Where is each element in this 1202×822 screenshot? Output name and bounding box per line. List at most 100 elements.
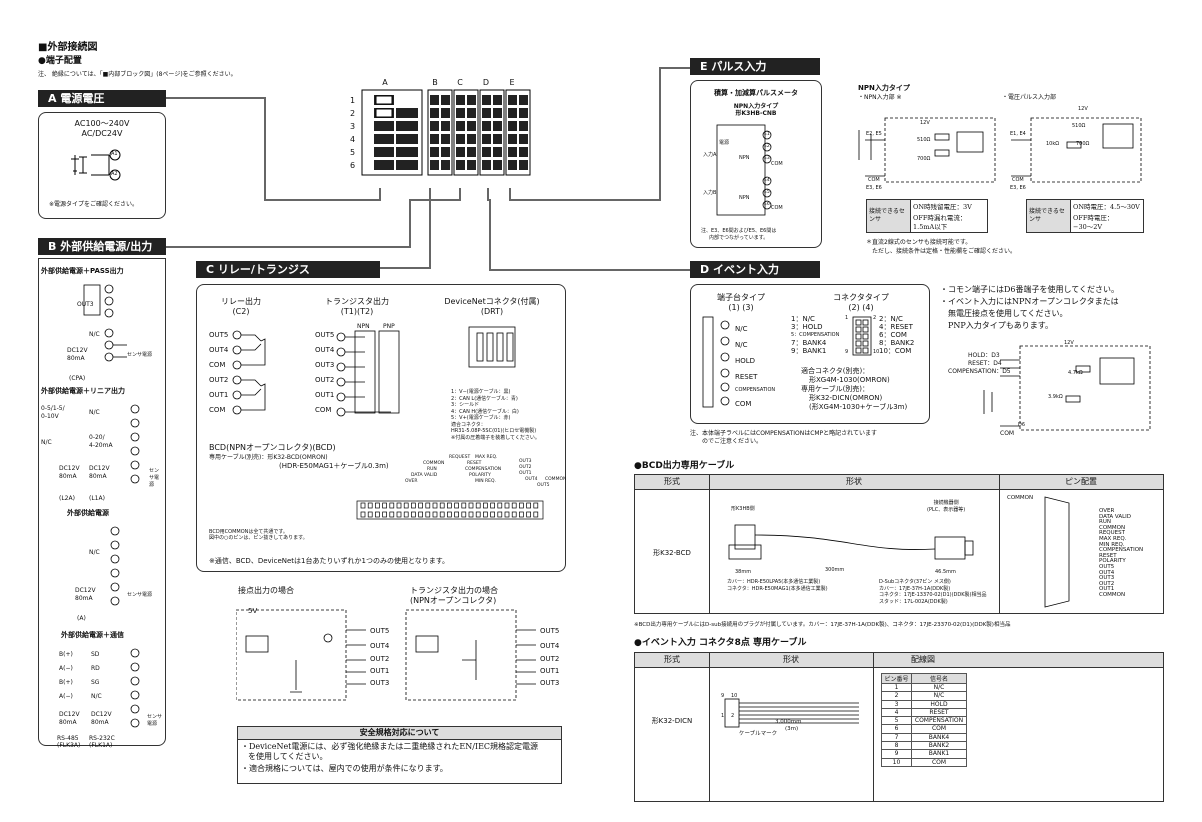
- tr-out1-label: OUT1: [540, 667, 560, 675]
- bcd-pin: [360, 502, 366, 509]
- col-label-c: C: [457, 78, 463, 87]
- section-a-header: A 電源電圧: [38, 90, 166, 107]
- dn-note-7: ※付属の圧着端子を装着してください。: [451, 434, 540, 441]
- tr-out5-label: OUT5: [540, 627, 560, 635]
- bcd-pin: [432, 511, 438, 518]
- bcd-sig-out4: OUT4: [525, 477, 538, 482]
- d-label-nc1: N/C: [735, 325, 748, 333]
- pin-signal: N/C: [910, 682, 968, 693]
- event-th-pin: ピン番号: [881, 673, 912, 684]
- pass-cpa: (CPA): [69, 375, 86, 382]
- bcd-pin: [526, 511, 531, 518]
- section-c-panel: リレー出力 (C2) OUT5 OUT4 COM OUT2 OUT1 COM ト…: [196, 284, 566, 572]
- pin-signal: RESET: [910, 707, 968, 718]
- pass-nc: N/C: [89, 331, 100, 338]
- volt-700: 700Ω: [1076, 141, 1090, 147]
- d-r47: 4.7kΩ: [1068, 370, 1083, 376]
- d-conn-right-0: 2：N/C: [879, 315, 903, 323]
- contact-out1: OUT1: [370, 667, 390, 675]
- bcd-pin-0: OVER: [1099, 508, 1115, 514]
- dn-note-6: HR31-5.08P-5SC(01)(ヒロセ電機製): [451, 428, 537, 434]
- volt-sensor-label: 接続できるセンサ: [1027, 200, 1071, 232]
- bcd-pin: [483, 502, 488, 509]
- bcd-dsub: D-Subコネクタ(37ピン メス側) カバー：17JE-37H-1A(DDK製…: [879, 579, 987, 605]
- dn-note-2: 3：シールド: [451, 402, 480, 408]
- tr-out1: OUT1: [315, 391, 335, 399]
- bcd-sig-common2: COMMON: [545, 477, 567, 482]
- col-label-d: D: [482, 78, 490, 87]
- relay-title: リレー出力: [221, 297, 261, 306]
- pin-num: 9: [881, 749, 912, 759]
- tr-circuit-svg: [336, 330, 400, 417]
- d-note2: のでご注意ください。: [702, 438, 763, 445]
- pin-num: 5: [881, 716, 912, 726]
- section-a-note: ※電源タイプをご確認ください。: [49, 201, 139, 208]
- pin-signal: HOLD: [910, 699, 968, 709]
- d-comp: COMPENSATION：D5: [948, 368, 1011, 375]
- event-dim2: (3m): [785, 726, 799, 732]
- bcd-sig-over: OVER: [405, 479, 418, 484]
- pin-signal: COM: [910, 724, 968, 734]
- section-d-header: D イベント入力: [690, 261, 820, 278]
- bcd-cover: カバー：HDR-E50LPA5(本多通信工業製): [727, 579, 821, 585]
- bcd-pin-8: RESET: [1099, 552, 1117, 559]
- d-fit-5: (形XG4M-1030+ケーブル3m): [809, 403, 908, 411]
- d-conn-right-1: 4：RESET: [879, 323, 913, 331]
- tr-out4: OUT4: [315, 346, 335, 354]
- d-conn-right: 2：N/C 4：RESET 6：COM 8：BANK2 10：COM: [879, 315, 914, 355]
- d-conn-num9: 9: [845, 349, 849, 355]
- bcd-pin-2: RUN: [1099, 519, 1111, 526]
- d-conn-left-4: 9：BANK1: [791, 347, 827, 355]
- pin-signal: N/C: [910, 691, 968, 701]
- meter-npn-b: NPN: [739, 195, 750, 201]
- d-fit: 適合コネクタ(別売)： 形XG4M-1030(OMRON) 専用ケーブル(別売)…: [801, 367, 907, 412]
- bcd-sig-datavalid: DATA VALID: [411, 473, 438, 478]
- pin-signal: BANK2: [910, 741, 968, 751]
- d-d6: D6: [1018, 422, 1026, 428]
- section-b-header: B 外部供給電源/出力: [38, 238, 166, 255]
- bcd-pin: [526, 502, 531, 509]
- pin-num: 10: [881, 757, 912, 767]
- tr-out2: OUT2: [315, 376, 335, 384]
- dn-note-5: 適合コネクタ：: [451, 421, 486, 428]
- row-label-1: 1: [350, 96, 356, 105]
- npn-12v: 12V: [920, 120, 930, 126]
- meter-e4: E4: [764, 178, 770, 183]
- pin-signal: BANK4: [910, 732, 968, 743]
- bcd-dim2: 300mm: [825, 567, 845, 573]
- section-e-header: E パルス入力: [690, 58, 820, 75]
- npn-on: ON時残留電圧：3V: [913, 203, 972, 211]
- bcd-sig-polarity: POLARITY: [469, 473, 491, 478]
- bcd-pin-7: COMPENSATION: [1099, 547, 1144, 554]
- linear-title: 外部供給電源＋リニア出力: [41, 387, 125, 395]
- bcd-pin: [533, 511, 539, 518]
- tr-com: COM: [315, 406, 332, 414]
- linear-ma3: 80mA: [59, 473, 77, 480]
- e-foot1: ＊直流2線式のセンサも接続可能です。: [866, 239, 972, 246]
- npn-700: 700Ω: [917, 156, 931, 162]
- linear-range1: 0-5/1-5/: [41, 405, 65, 412]
- bcd-dsub-0: D-Subコネクタ(37ピン メス側): [879, 579, 951, 585]
- npn-e36: E3, E6: [866, 185, 882, 191]
- event-col-model: 形式: [664, 655, 680, 664]
- bcd-sig-request: REQUEST: [449, 455, 471, 460]
- d-conn-right-2: 6：COM: [879, 331, 907, 339]
- bcd-note-2: 図中の○のピンは、ピン抜きしてあります。: [209, 535, 308, 541]
- bcd-cable-note: ※BCD出力専用ケーブルにはD-sub接続用のプラグが付属しています。カバー：1…: [634, 622, 1011, 628]
- comm-left-0: B(+): [59, 651, 73, 658]
- bcd-pin: [475, 502, 481, 509]
- bcd-pin: [490, 502, 495, 509]
- contact-out5: OUT5: [370, 627, 390, 635]
- bcd-col-model: 形式: [664, 477, 680, 486]
- bcd-pin: [375, 511, 380, 518]
- bcd-pin: [425, 511, 431, 518]
- linear-l2a: (L2A): [59, 495, 75, 502]
- bcd-sig-reset: RESET: [467, 461, 482, 466]
- transistor-title: トランジスタ出力の場合: [410, 586, 498, 595]
- meter-circuit-svg: [716, 124, 772, 216]
- col-label-b: B: [432, 78, 438, 87]
- meter-model2: 形K3HB-CNB: [735, 110, 777, 117]
